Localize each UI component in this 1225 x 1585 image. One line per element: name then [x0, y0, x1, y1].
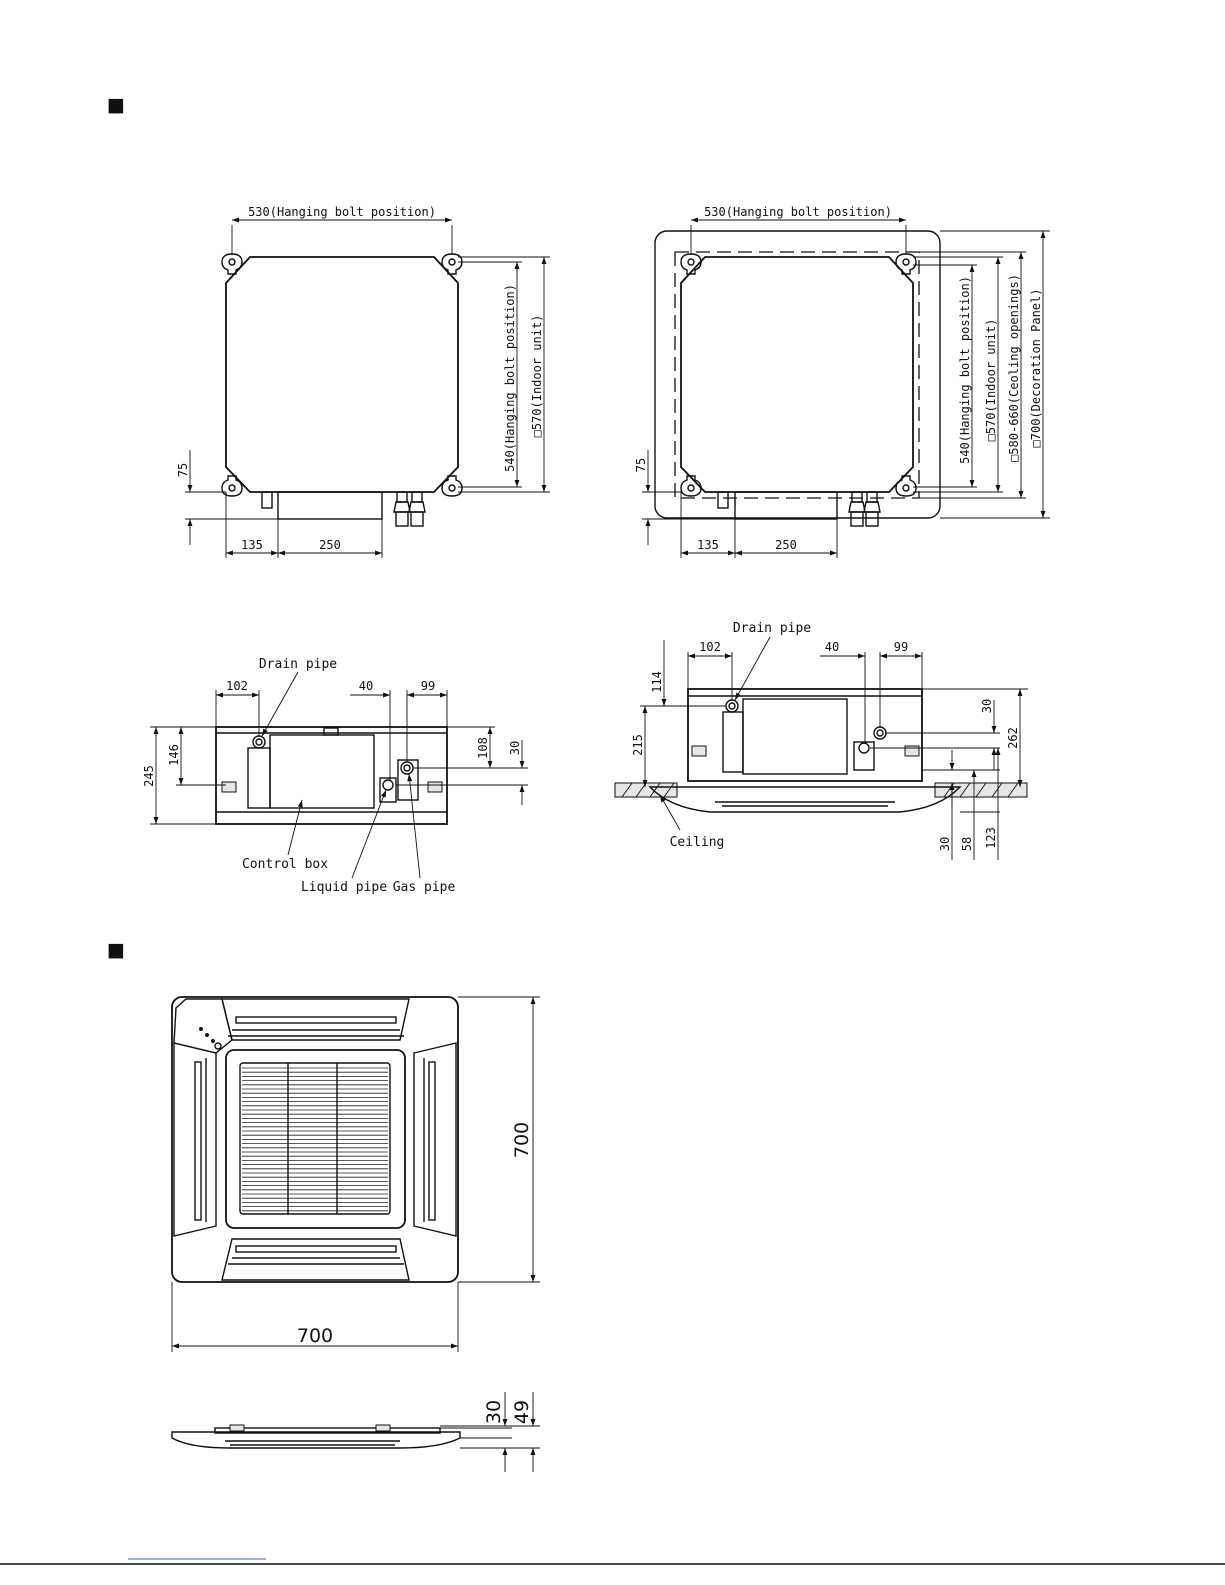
dim-offset-75: 75 [634, 458, 648, 472]
label-drain-pipe: Drain pipe [733, 621, 811, 636]
plan-view-with-panel: 530(Hanging bolt position) 540(Hanging b… [634, 205, 1050, 558]
dim-245: 245 [142, 765, 156, 787]
drain-pipe-port [725, 699, 739, 713]
bracket-left [691, 745, 707, 757]
dim-30-top: 30 [980, 699, 994, 713]
hanging-bolt-bracket [221, 253, 463, 497]
decoration-panel-outline [654, 230, 941, 519]
unit-body-side [215, 726, 448, 825]
control-box-outline [734, 491, 838, 520]
dim-99: 99 [421, 679, 435, 693]
decoration-panel-plan: 700 700 [171, 996, 540, 1352]
dim-40: 40 [825, 640, 839, 654]
bracket-left [221, 781, 237, 793]
dim-hanging-bolt-width: 530(Hanging bolt position) [704, 205, 892, 219]
decoration-panel-side [648, 786, 962, 813]
label-control-box: Control box [242, 857, 328, 872]
dim-102: 102 [699, 640, 721, 654]
louver-bottom [221, 1238, 410, 1281]
dim-114: 114 [650, 671, 664, 693]
indicator-lamps-icon [199, 1027, 222, 1050]
dim-indoor-unit: □570(Indoor unit) [984, 319, 998, 442]
dim-panel-width: 700 [297, 1325, 333, 1347]
grille-frame [225, 1049, 406, 1229]
dim-hanging-bolt-width: 530(Hanging bolt position) [248, 205, 436, 219]
ceiling-slab-left [614, 782, 678, 798]
control-box [269, 734, 375, 809]
label-drain-pipe: Drain pipe [259, 657, 337, 672]
dim-215: 215 [631, 734, 645, 756]
indicator-corner [173, 998, 233, 1054]
dim-hanging-bolt-depth: 540(Hanging bolt position) [503, 284, 517, 472]
dim-250: 250 [319, 538, 341, 552]
liquid-pipe-port [382, 779, 394, 791]
dim-decoration-panel: □700(Decoration Panel) [1029, 289, 1043, 448]
dim-panel-height: 700 [511, 1122, 533, 1158]
gas-pipe-port [400, 761, 414, 775]
dim-123: 123 [984, 827, 998, 849]
pipe-fittings [393, 491, 426, 527]
hanging-bolt-bracket [680, 253, 917, 497]
dim-ceiling-openings: □580-660(Ceoling openings) [1007, 274, 1021, 462]
plan-view-indoor-unit: 530(Hanging bolt position) 540(Hanging b… [176, 205, 550, 558]
gas-pipe-port [873, 726, 887, 740]
side-view-ceiling-install: Drain pipe Ceiling 102 40 99 114 215 30 … [614, 621, 1028, 860]
liquid-pipe-port [858, 742, 870, 754]
decoration-panel-side: 30 49 [171, 1392, 540, 1472]
indoor-unit-outline [225, 256, 459, 493]
pipe-fittings [848, 491, 881, 527]
dim-58: 58 [960, 837, 974, 851]
dim-135: 135 [241, 538, 263, 552]
dim-250: 250 [775, 538, 797, 552]
drain-stub [261, 491, 273, 509]
dim-135: 135 [697, 538, 719, 552]
ceiling-opening-outline [674, 251, 920, 499]
panel-side-outline [171, 1431, 461, 1449]
label-ceiling: Ceiling [670, 835, 725, 850]
side-view-indoor-unit: Drain pipe Control box Liquid pipe Gas p… [142, 657, 528, 895]
louver-right [413, 1042, 457, 1237]
drain-pipe-port [252, 735, 266, 749]
bracket-right [427, 781, 443, 793]
intake-grille [239, 1062, 391, 1215]
dim-indoor-unit: □570(Indoor unit) [530, 315, 544, 438]
dim-99: 99 [894, 640, 908, 654]
panel-outline [171, 996, 459, 1283]
section-marker-1: ■ [107, 94, 125, 116]
dim-hanging-bolt-depth: 540(Hanging bolt position) [958, 276, 972, 464]
dim-30: 30 [508, 741, 522, 755]
grille-slats [242, 1067, 388, 1212]
section-marker-2: ■ [107, 939, 125, 961]
drain-stub [717, 491, 729, 509]
dim-146: 146 [167, 744, 181, 766]
dim-offset-75: 75 [176, 463, 190, 477]
dim-30-bottom: 30 [938, 837, 952, 851]
dim-108: 108 [476, 737, 490, 759]
dim-40: 40 [359, 679, 373, 693]
dim-panel-30: 30 [483, 1400, 505, 1424]
louver-top [221, 998, 410, 1041]
indoor-unit-outline [680, 256, 914, 493]
dim-102: 102 [226, 679, 248, 693]
dim-262: 262 [1006, 727, 1020, 749]
control-box-outline [277, 491, 383, 520]
label-gas-pipe: Gas pipe [393, 880, 456, 895]
unit-body-side [687, 688, 923, 782]
control-box [742, 698, 848, 775]
label-liquid-pipe: Liquid pipe [301, 880, 387, 895]
bracket-right [904, 745, 920, 757]
dim-panel-49: 49 [511, 1400, 533, 1424]
